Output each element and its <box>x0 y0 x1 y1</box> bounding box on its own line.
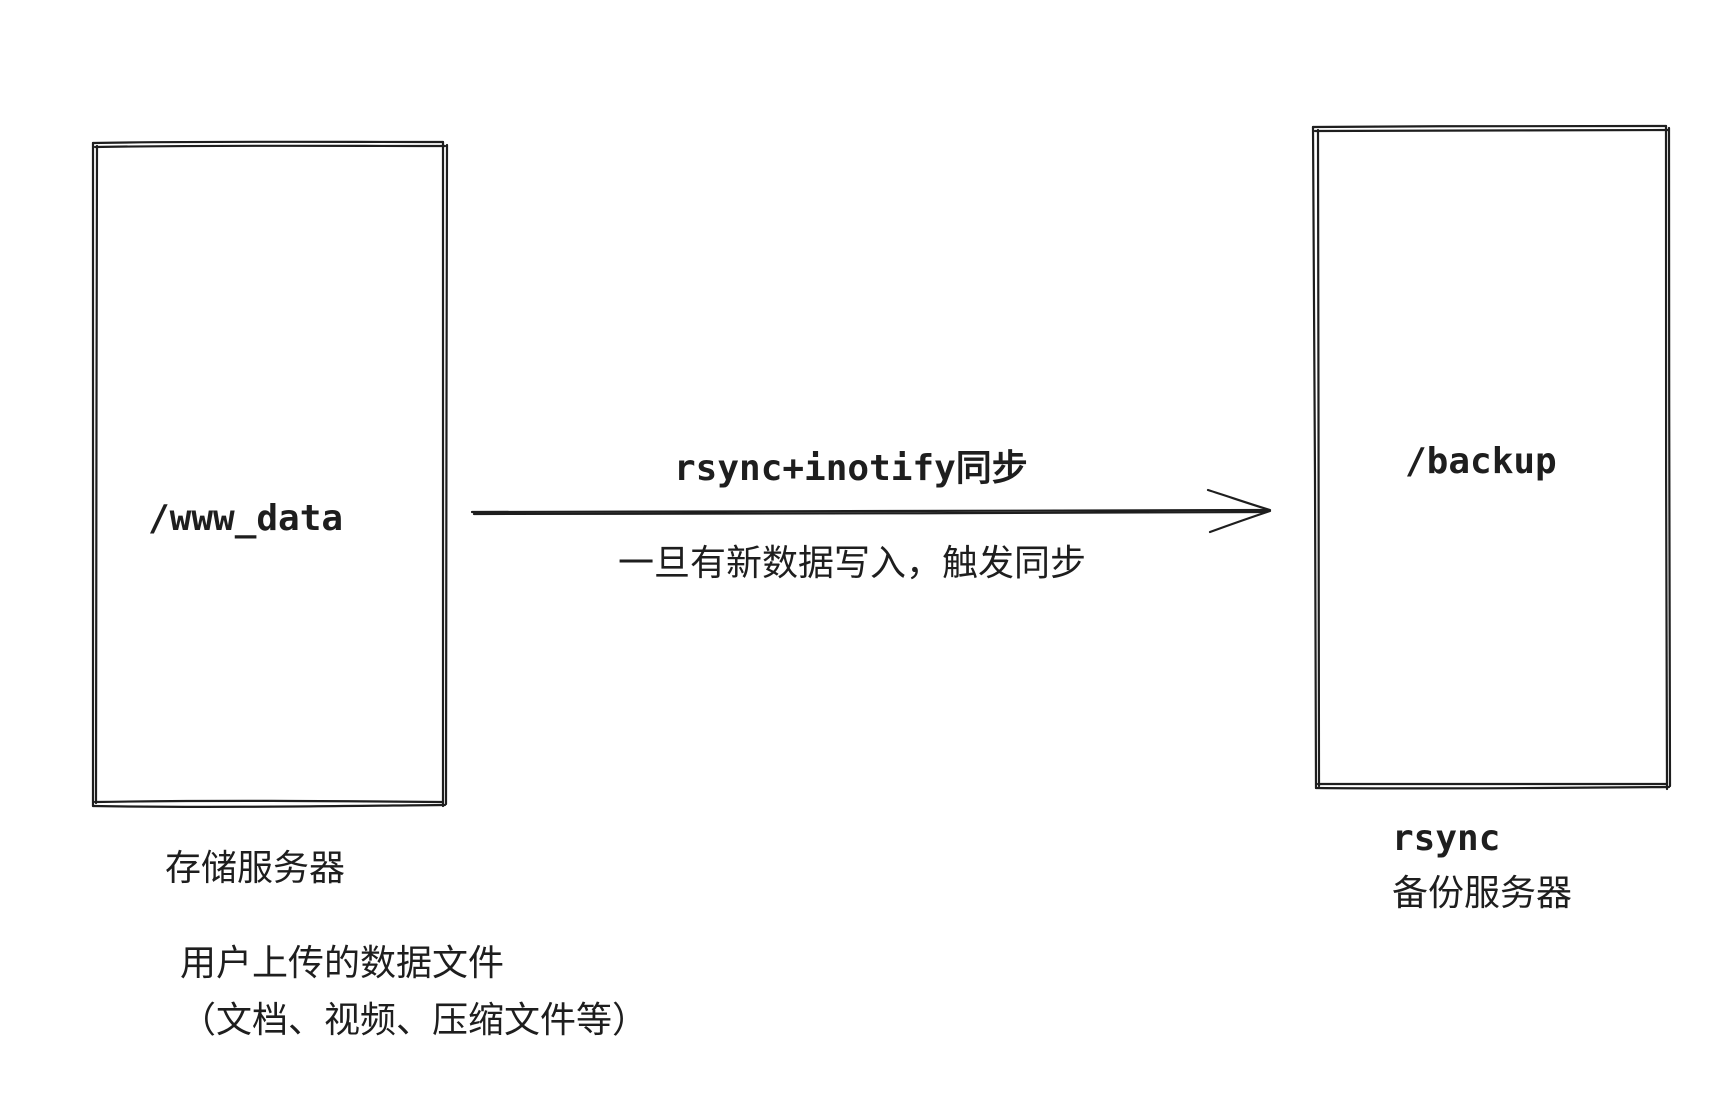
backup-server-label-line1: rsync <box>1392 818 1500 859</box>
sync-arrow <box>470 488 1272 534</box>
storage-path-label: /www_data <box>148 498 343 539</box>
backup-server-label-line2: 备份服务器 <box>1392 873 1572 914</box>
sync-trigger-label: 一旦有新数据写入，触发同步 <box>618 543 1086 584</box>
storage-server-label: 存储服务器 <box>165 848 345 889</box>
backup-path-label: /backup <box>1405 441 1557 482</box>
storage-server-box <box>91 140 449 808</box>
sync-arrow-label: rsync+inotify同步 <box>674 448 1028 489</box>
backup-server-box <box>1311 124 1672 791</box>
storage-note-line2: （文档、视频、压缩文件等） <box>180 1000 648 1041</box>
storage-note-line1: 用户上传的数据文件 <box>180 943 504 984</box>
